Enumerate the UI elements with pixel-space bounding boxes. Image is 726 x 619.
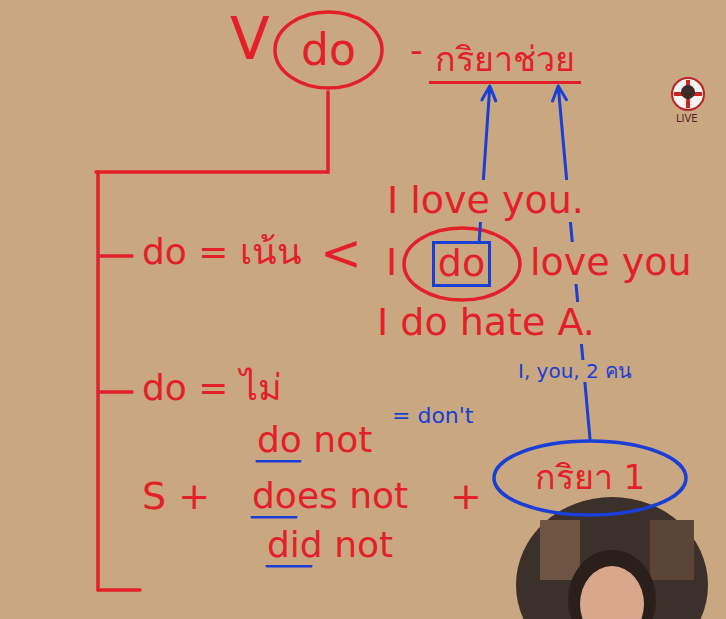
auxiliary-box: do — [432, 241, 491, 287]
face — [580, 566, 644, 619]
plus-sign: + — [448, 476, 484, 518]
sentence-word: I — [384, 242, 399, 284]
verb-letter: V — [228, 8, 272, 72]
negative-form: do not — [255, 420, 374, 460]
sentence-word: love you — [528, 242, 694, 284]
live-tag: LIVE — [674, 113, 700, 124]
negative-form: does not — [250, 476, 410, 516]
ellipse-stroke — [494, 441, 686, 515]
bracket-line — [96, 172, 100, 590]
node-text: do — [301, 26, 356, 74]
live-badge — [672, 78, 704, 110]
bracket-line — [96, 92, 328, 172]
rule-text: do = เน้น — [140, 232, 304, 272]
hair — [568, 550, 656, 619]
branch-sign: < — [318, 226, 364, 281]
bracket-tick — [98, 390, 132, 394]
bookshelf — [540, 520, 580, 580]
example-sentence: I do hate A. — [375, 302, 597, 344]
rule-text: do = ไม่ — [140, 368, 284, 408]
node-text: กริยา 1 — [535, 459, 645, 496]
bookshelf — [650, 520, 694, 580]
node-text: กริยาช่วย — [435, 41, 575, 78]
bracket-tick — [98, 588, 140, 592]
node-text: do — [438, 243, 485, 285]
example-sentence: I love you. — [385, 180, 586, 222]
underline — [267, 565, 311, 568]
ellipse-stroke — [275, 12, 382, 88]
verb-circle: do — [273, 10, 384, 90]
emphasis-circle — [404, 228, 520, 300]
flag-cross — [674, 80, 702, 108]
note: = don't — [390, 404, 475, 428]
note: I, you, 2 คน — [516, 360, 634, 382]
negative-form: did not — [265, 525, 395, 565]
verb-form-circle: กริยา 1 — [492, 439, 688, 517]
heading-text: กริยาช่วย — [429, 39, 581, 84]
underline — [252, 516, 296, 519]
underline — [257, 460, 300, 463]
bracket-tick — [98, 254, 132, 258]
live-icon — [672, 78, 704, 110]
formula-text: S + — [140, 476, 212, 518]
avatar-head — [681, 85, 695, 99]
dash: - — [408, 30, 425, 70]
